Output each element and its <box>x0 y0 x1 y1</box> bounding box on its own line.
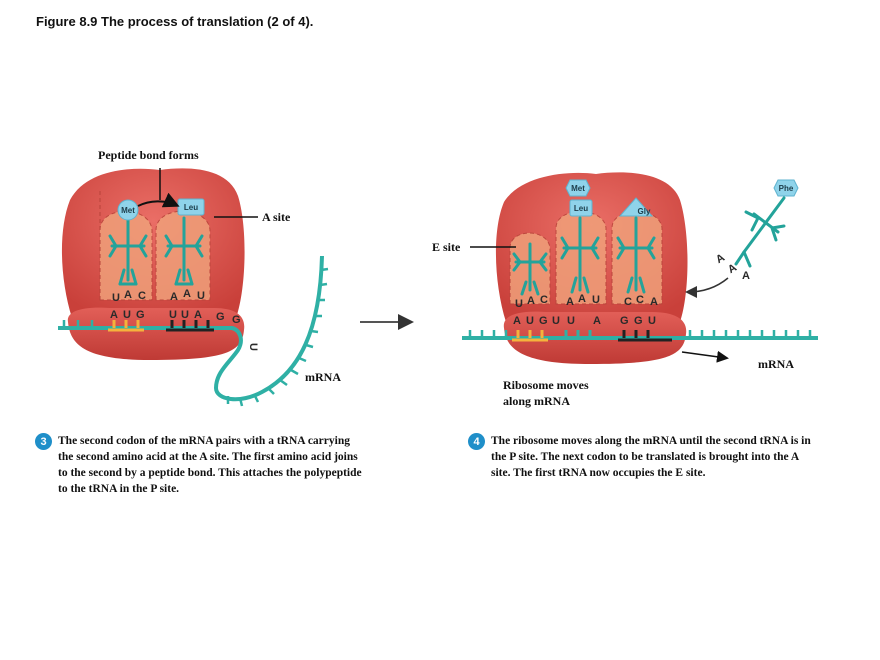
met-amino-acid-icon <box>117 199 139 221</box>
tail-base-g: G <box>232 314 241 326</box>
mrna-strand <box>58 255 324 402</box>
trna-a-site <box>164 216 204 286</box>
tail-base-u: U <box>247 343 259 351</box>
free-trna-base-1: A <box>714 252 727 266</box>
trna-e-site <box>512 242 548 296</box>
codon-base-3: G <box>136 309 145 321</box>
leu-label: Leu <box>184 203 198 212</box>
figure-title: Figure 8.9 The process of translation (2… <box>36 14 314 29</box>
step-3-badge: 3 <box>35 433 52 450</box>
mrna-ticks <box>62 267 329 407</box>
r-anticodon-3-base-2: C <box>636 294 644 306</box>
r-anticodon-1-base-1: U <box>515 298 523 310</box>
step-3-caption: 3 The second codon of the mRNA pairs wit… <box>35 433 365 497</box>
left-panel: Met Leu Peptide bond forms A site U A C … <box>58 148 341 407</box>
peptide-bond-label: Peptide bond forms <box>98 148 199 162</box>
phe-label: Phe <box>779 184 794 193</box>
anticodon-1-base-1: U <box>112 292 120 304</box>
ribosome-moves-label-2: along mRNA <box>503 394 570 408</box>
r-codon-base-6: A <box>593 315 601 327</box>
met-amino-acid-icon-right <box>565 179 591 197</box>
mrna-ticks-right <box>468 330 812 338</box>
r-codon-base-7: G <box>620 315 629 327</box>
codon-base-4: U <box>169 309 177 321</box>
codon-base-2: U <box>123 309 131 321</box>
ribosome-large-subunit <box>61 168 245 318</box>
leu-label-right: Leu <box>574 204 588 213</box>
step-3-text: The second codon of the mRNA pairs with … <box>58 435 362 495</box>
e-site-label: E site <box>432 240 461 254</box>
gly-amino-acid-icon <box>618 197 654 217</box>
r-anticodon-1-base-2: A <box>527 295 535 307</box>
r-codon-base-2: U <box>526 315 534 327</box>
r-codon-base-3: G <box>539 315 548 327</box>
leu-amino-acid-icon-right <box>569 199 593 217</box>
r-anticodon-2-base-1: A <box>566 296 574 308</box>
gly-label: Gly <box>638 207 651 216</box>
r-codon-base-8: G <box>634 315 643 327</box>
incoming-trna <box>734 196 786 268</box>
r-codon-base-4: U <box>552 315 560 327</box>
r-anticodon-1-base-3: C <box>540 294 548 306</box>
anticodon-1-base-3: C <box>138 290 146 302</box>
ribosome-small-subunit <box>67 307 245 360</box>
anticodon-1-base-2: A <box>124 289 132 301</box>
trna-p-site-right <box>560 216 600 294</box>
mrna-label-right: mRNA <box>758 357 794 371</box>
anticodon-2-base-1: A <box>170 291 178 303</box>
free-trna-base-3: A <box>742 270 750 282</box>
r-anticodon-3-base-3: A <box>650 296 658 308</box>
codon-base-6: A <box>194 309 202 321</box>
trna-entry-arrow <box>685 277 729 298</box>
peptide-bond-arrow <box>137 192 180 208</box>
mrna-direction-arrow <box>681 350 729 363</box>
codon-rungs-left <box>112 320 210 328</box>
r-codon-base-5: U <box>567 315 575 327</box>
anticodon-2-base-3: U <box>197 290 205 302</box>
trna-a-site-right <box>616 216 656 294</box>
r-codon-base-1: A <box>513 315 521 327</box>
step-4-badge: 4 <box>468 433 485 450</box>
codon-base-5: U <box>181 309 189 321</box>
right-panel: Met Leu Gly Phe A A A E site U A C A A U… <box>432 172 818 408</box>
codon-rungs-right <box>516 330 650 338</box>
r-anticodon-2-base-2: A <box>578 293 586 305</box>
met-label: Met <box>121 206 135 215</box>
ribosome-moves-label-1: Ribosome moves <box>503 378 589 392</box>
codon-base-7: G <box>216 311 225 323</box>
a-site-label: A site <box>262 210 291 224</box>
r-codon-base-9: U <box>648 315 656 327</box>
met-label-right: Met <box>571 184 585 193</box>
step-4-text: The ribosome moves along the mRNA until … <box>491 435 811 479</box>
codon-base-1: A <box>110 309 118 321</box>
r-anticodon-2-base-3: U <box>592 294 600 306</box>
r-anticodon-3-base-1: C <box>624 296 632 308</box>
step-4-caption: 4 The ribosome moves along the mRNA unti… <box>468 433 818 481</box>
trna-p-site <box>108 216 148 286</box>
phe-amino-acid-icon <box>773 179 799 197</box>
mrna-label-left: mRNA <box>305 370 341 384</box>
anticodon-2-base-2: A <box>183 288 191 300</box>
